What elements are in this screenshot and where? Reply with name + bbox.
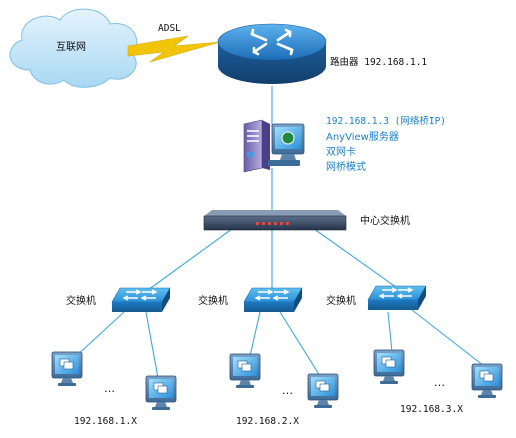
core-switch: 中心交换机 [203, 210, 410, 231]
computer-icon [373, 349, 405, 385]
server-icon [243, 119, 305, 173]
sw1-pc-right-link [145, 311, 159, 379]
connection-lines [73, 86, 485, 379]
core-switch-label: 中心交换机 [360, 214, 410, 227]
cloud-icon [9, 8, 138, 88]
sw3-pc-right-link [411, 309, 485, 367]
router: 路由器 192.168.1.1 [217, 23, 427, 84]
switch-2: 交换机 … 192.168.2.X [198, 287, 339, 427]
subnet-2-label: 192.168.2.X [236, 416, 299, 427]
computer-icon [307, 373, 339, 409]
switch-2-label: 交换机 [198, 294, 228, 307]
core-switch1-link [147, 225, 237, 291]
core-switch3-link [309, 225, 401, 291]
core-switch-icon [203, 210, 347, 231]
switch-3-label: 交换机 [326, 294, 356, 307]
computer-icon [145, 375, 177, 411]
switch-3: 交换机 … 192.168.3.X [326, 285, 503, 415]
router-label: 路由器 192.168.1.1 [330, 56, 427, 68]
cloud-label: 互联网 [56, 41, 86, 53]
ellipsis: … [104, 382, 115, 395]
adsl-link: ADSL [127, 23, 221, 63]
ellipsis: … [434, 376, 445, 389]
switch-icon [367, 285, 427, 311]
switch-1-label: 交换机 [66, 294, 96, 307]
server-name-label: AnyView服务器 [326, 130, 399, 143]
lightning-icon [127, 35, 221, 63]
sw1-pc-left-link [73, 311, 125, 359]
computer-icon [51, 351, 83, 387]
switch-icon [243, 287, 303, 313]
server-mode-label: 网桥模式 [326, 160, 366, 173]
sw2-pc-left-link [249, 311, 261, 357]
subnet-3-label: 192.168.3.X [400, 404, 463, 415]
adsl-label: ADSL [158, 23, 181, 34]
switch-1: 交换机 … 192.168.1.X [51, 287, 177, 427]
sw3-pc-left-link [387, 311, 393, 353]
computer-icon [471, 363, 503, 399]
anyview-server: 192.168.1.3 (网络桥IP) AnyView服务器 双网卡 网桥模式 [243, 115, 446, 173]
subnet-1-label: 192.168.1.X [74, 416, 137, 427]
switch-icon [111, 287, 171, 313]
internet-cloud: 互联网 [9, 8, 138, 88]
ellipsis: … [282, 384, 293, 397]
server-ip-label: 192.168.1.3 (网络桥IP) [326, 115, 446, 127]
server-nic-label: 双网卡 [326, 145, 356, 158]
sw2-pc-right-link [279, 311, 321, 377]
router-icon [217, 23, 327, 84]
computer-icon [229, 353, 261, 389]
